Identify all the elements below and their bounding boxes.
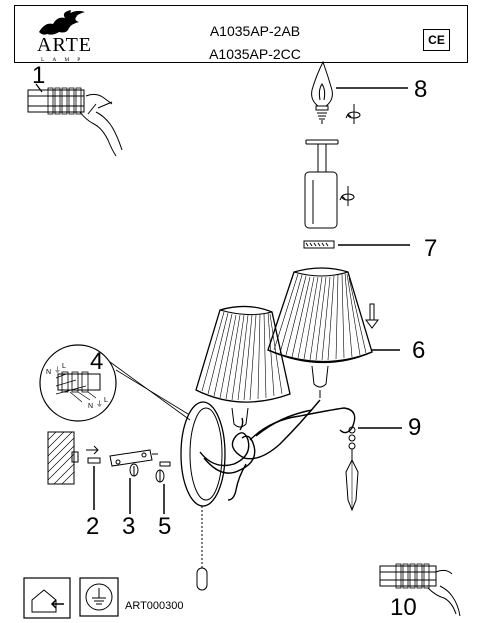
step-number-4: 4 [90, 348, 104, 375]
lamp-cup-right [311, 365, 329, 398]
lamp-arms [199, 399, 356, 501]
step-number-1: 1 [32, 62, 46, 89]
lamp-socket [304, 139, 339, 229]
brand-name: ARTE [37, 34, 93, 56]
step-number-5: 5 [158, 513, 172, 540]
model-number-2: A1035AP-2CC [209, 46, 301, 62]
terminal-detail-callout [39, 344, 191, 422]
article-code: ART000300 [125, 600, 184, 612]
lamp-shade-right [267, 267, 400, 364]
rotate-arrow-icon [345, 104, 361, 124]
step-number-2: 2 [86, 513, 100, 540]
step-number-3: 3 [122, 513, 136, 540]
candle-bulb [311, 60, 408, 124]
mounting-bracket [109, 449, 158, 514]
terminal-label-earth-bottom: ⏚ [96, 400, 103, 408]
terminal-label-n-bottom: N [88, 403, 93, 410]
indoor-use-icon [23, 577, 71, 619]
terminal-label-l-top: L [62, 363, 66, 370]
step-number-6: 6 [412, 337, 426, 364]
lamp-shade-left [195, 305, 291, 403]
step-number-10: 10 [390, 594, 417, 621]
rotate-arrow-icon [339, 186, 355, 206]
dowel-screw [86, 445, 101, 510]
wall-backplate [180, 401, 226, 507]
terminal-label-n-top: N [46, 369, 51, 376]
down-arrow-icon [365, 303, 379, 329]
griffin-logo-icon [39, 10, 85, 35]
crystal-pendant [345, 426, 402, 512]
step-number-8: 8 [414, 76, 428, 103]
header-box: ARTE LAMP A1035AP-2AB A1035AP-2CC CE [14, 5, 468, 63]
lamp-cup-left [231, 407, 249, 428]
wall-section [47, 431, 79, 485]
ring-nut [303, 240, 410, 249]
ce-mark: CE [423, 29, 450, 51]
wiring-hand-illustration-2 [379, 563, 461, 617]
pull-chain [196, 506, 208, 591]
wiring-hand-illustration [27, 87, 123, 157]
model-number-1: A1035AP-2AB [209, 23, 301, 39]
protection-class-icon [79, 577, 119, 617]
terminal-label-l-bottom: L [104, 397, 108, 404]
terminal-label-earth-top: ⏚ [54, 366, 61, 374]
brand-sub: LAMP [41, 57, 89, 63]
step-number-7: 7 [424, 235, 438, 262]
step-number-9: 9 [408, 414, 422, 441]
fixing-screws [155, 461, 171, 514]
